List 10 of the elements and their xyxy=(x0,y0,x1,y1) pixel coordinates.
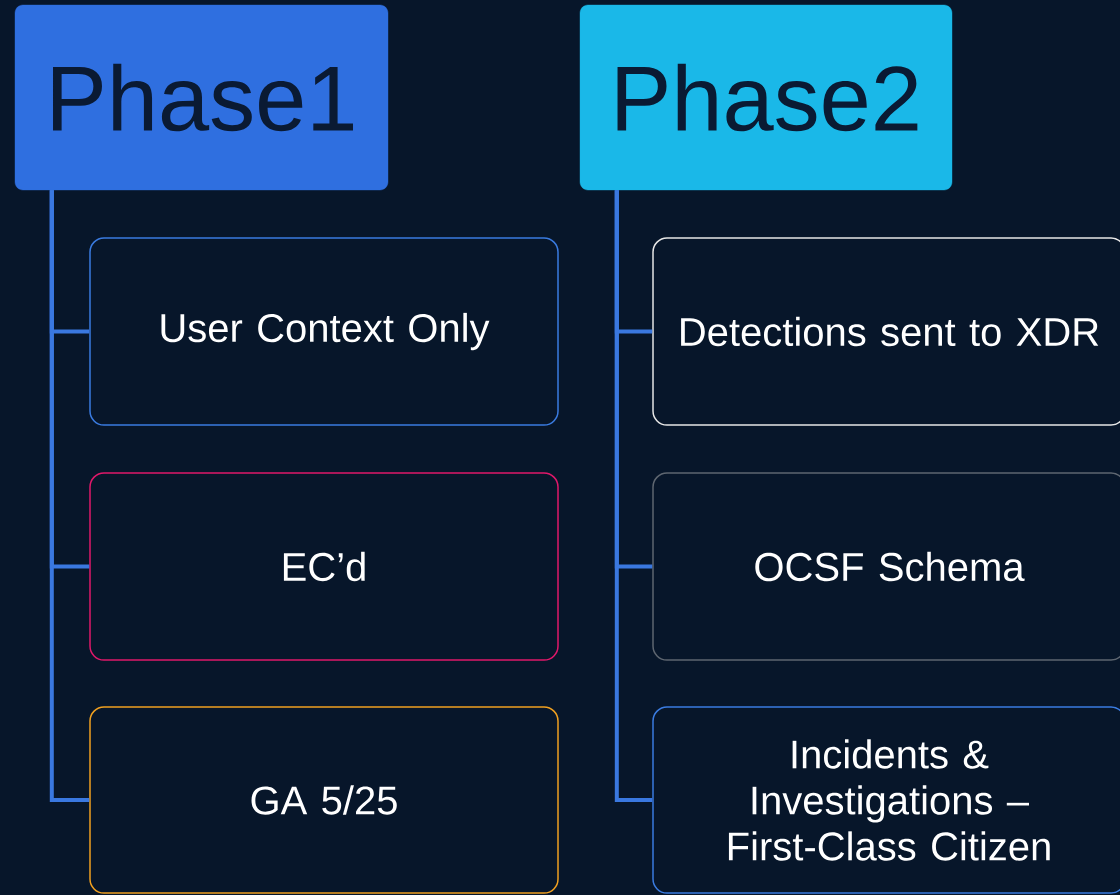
step-box: EC’d xyxy=(89,472,559,661)
phase-heading-box: Phase2 xyxy=(579,4,953,191)
step-box: User Context Only xyxy=(89,237,559,426)
step-box: Incidents & Investigations – First-Class Citizen xyxy=(652,706,1120,894)
step-box: OCSF Schema xyxy=(652,472,1120,661)
step-box: GA 5/25 xyxy=(89,706,559,894)
phase-heading-box: Phase1 xyxy=(14,4,389,191)
connector-line xyxy=(614,190,653,802)
step-box: Detections sent to XDR xyxy=(652,237,1120,426)
connector-line xyxy=(49,190,90,802)
